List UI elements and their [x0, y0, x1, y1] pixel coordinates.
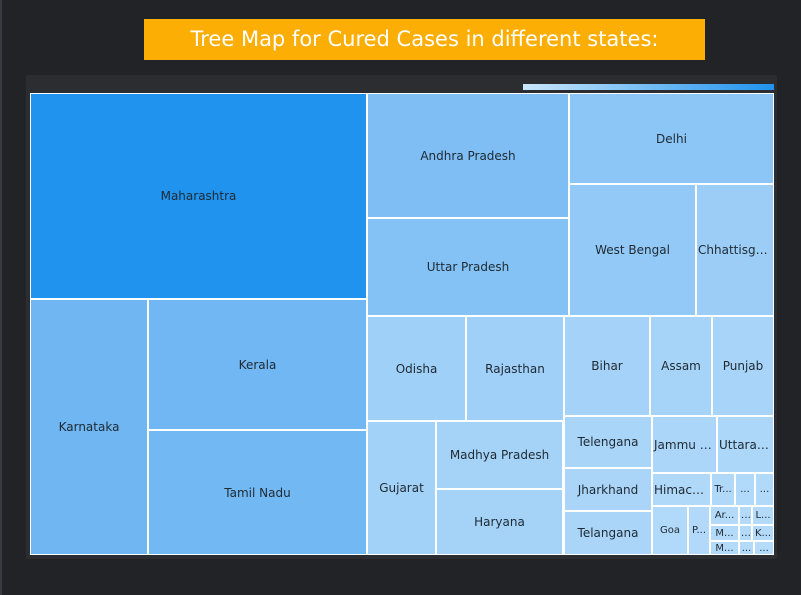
treemap-tile[interactable]: M...	[710, 525, 739, 541]
treemap-tile-label: P...	[691, 525, 706, 536]
treemap-tile[interactable]: Ar...	[710, 506, 739, 525]
treemap-tile[interactable]: ...	[739, 506, 752, 525]
treemap-tile-label: K...	[754, 527, 772, 539]
treemap-tile-label: Maharashtra	[160, 189, 237, 203]
treemap-tile-label: Jharkhand	[577, 482, 639, 497]
treemap-tile[interactable]: K...	[752, 525, 774, 541]
treemap-tile-label: Tr...	[714, 484, 732, 495]
treemap-tile[interactable]: P...	[688, 506, 710, 555]
treemap-tile[interactable]: Gujarat	[367, 421, 436, 555]
treemap-tile-label: West Bengal	[595, 243, 670, 257]
window-left-edge	[0, 0, 2, 595]
treemap-tile-label: Uttar Pradesh	[426, 260, 510, 274]
treemap-tile[interactable]: West Bengal	[569, 184, 696, 316]
treemap-tile[interactable]: Uttarak...	[717, 416, 774, 473]
treemap-tile-label: Punjab	[722, 359, 764, 373]
treemap-tile-label: Himach...	[654, 482, 710, 497]
color-scale-legend	[523, 84, 774, 90]
treemap-tile-label: Bihar	[591, 359, 623, 373]
treemap-tile[interactable]: Tamil Nadu	[148, 430, 367, 555]
treemap-tile[interactable]: Punjab	[712, 316, 774, 416]
treemap-tile[interactable]: Andhra Pradesh	[367, 93, 569, 218]
treemap-tile[interactable]: ...	[739, 525, 752, 541]
treemap-tile-label: Rajasthan	[485, 361, 545, 376]
treemap-tile[interactable]: Telangana	[564, 511, 652, 555]
treemap-tile[interactable]: Delhi	[569, 93, 774, 184]
treemap-tile[interactable]: Haryana	[436, 489, 563, 555]
treemap-tile-label: ...	[741, 542, 752, 554]
treemap-tile-label: Telengana	[577, 435, 639, 449]
chart-title: Tree Map for Cured Cases in different st…	[144, 19, 705, 60]
treemap-tile-label: Uttarak...	[719, 437, 773, 452]
treemap-tile[interactable]: Tr...	[711, 473, 735, 506]
treemap-tile-label: ...	[759, 484, 770, 495]
treemap-tile-label: Madhya Pradesh	[449, 448, 550, 462]
treemap-tile[interactable]: M...	[710, 541, 739, 555]
treemap-tile[interactable]: Uttar Pradesh	[367, 218, 569, 316]
treemap-tile-label: Karnataka	[58, 420, 120, 434]
treemap-tile-label: Delhi	[656, 131, 687, 146]
treemap-tile[interactable]: Maharashtra	[30, 93, 367, 299]
treemap-tile-label: L...	[755, 510, 771, 521]
treemap-tile-label: Ar...	[714, 510, 735, 521]
treemap-tile[interactable]: Telengana	[564, 416, 652, 468]
treemap-tile-label: Haryana	[474, 515, 525, 529]
treemap-tile[interactable]: L...	[752, 506, 774, 525]
treemap-tile[interactable]: Kerala	[148, 299, 367, 430]
treemap-tile-label: M...	[715, 542, 734, 554]
treemap-tile[interactable]: Jharkhand	[564, 468, 652, 511]
treemap-tile[interactable]: ...	[735, 473, 755, 506]
treemap-tile[interactable]: Assam	[650, 316, 712, 416]
treemap-tile[interactable]: Himach...	[652, 473, 711, 506]
treemap-tile-label: Telangana	[577, 526, 639, 540]
treemap-tile-label: M...	[715, 527, 734, 539]
treemap-tile[interactable]: Goa	[652, 506, 688, 555]
treemap-tile-label: ...	[741, 527, 751, 539]
treemap-tile[interactable]: Jammu a...	[652, 416, 717, 473]
treemap-tile-label: Jammu a...	[654, 437, 716, 452]
treemap-tile-label: Gujarat	[379, 481, 424, 495]
treemap-tile[interactable]: ...	[754, 541, 774, 555]
treemap-tile-label: Goa	[660, 525, 680, 536]
treemap-tile[interactable]: Karnataka	[30, 299, 148, 555]
treemap-tile-label: ...	[759, 542, 769, 554]
treemap-tile-label: ...	[741, 510, 751, 521]
treemap-tile-label: Assam	[661, 359, 701, 373]
treemap-tile[interactable]: ...	[739, 541, 754, 555]
treemap-tile-label: Andhra Pradesh	[420, 148, 516, 163]
treemap-tile[interactable]: Odisha	[367, 316, 466, 421]
treemap-tile-label: ...	[740, 484, 750, 495]
treemap-tile-label: Kerala	[238, 357, 277, 372]
treemap-tile-label: Tamil Nadu	[224, 485, 291, 500]
treemap-tile[interactable]: Madhya Pradesh	[436, 421, 563, 489]
treemap-tile-label: Odisha	[395, 361, 438, 376]
treemap-tile[interactable]: ...	[755, 473, 774, 506]
treemap-tile[interactable]: Chhattisgarh	[696, 184, 774, 316]
treemap-tile[interactable]: Rajasthan	[466, 316, 564, 421]
treemap-tile[interactable]: Bihar	[564, 316, 650, 416]
treemap-tile-label: Chhattisgarh	[698, 243, 773, 257]
